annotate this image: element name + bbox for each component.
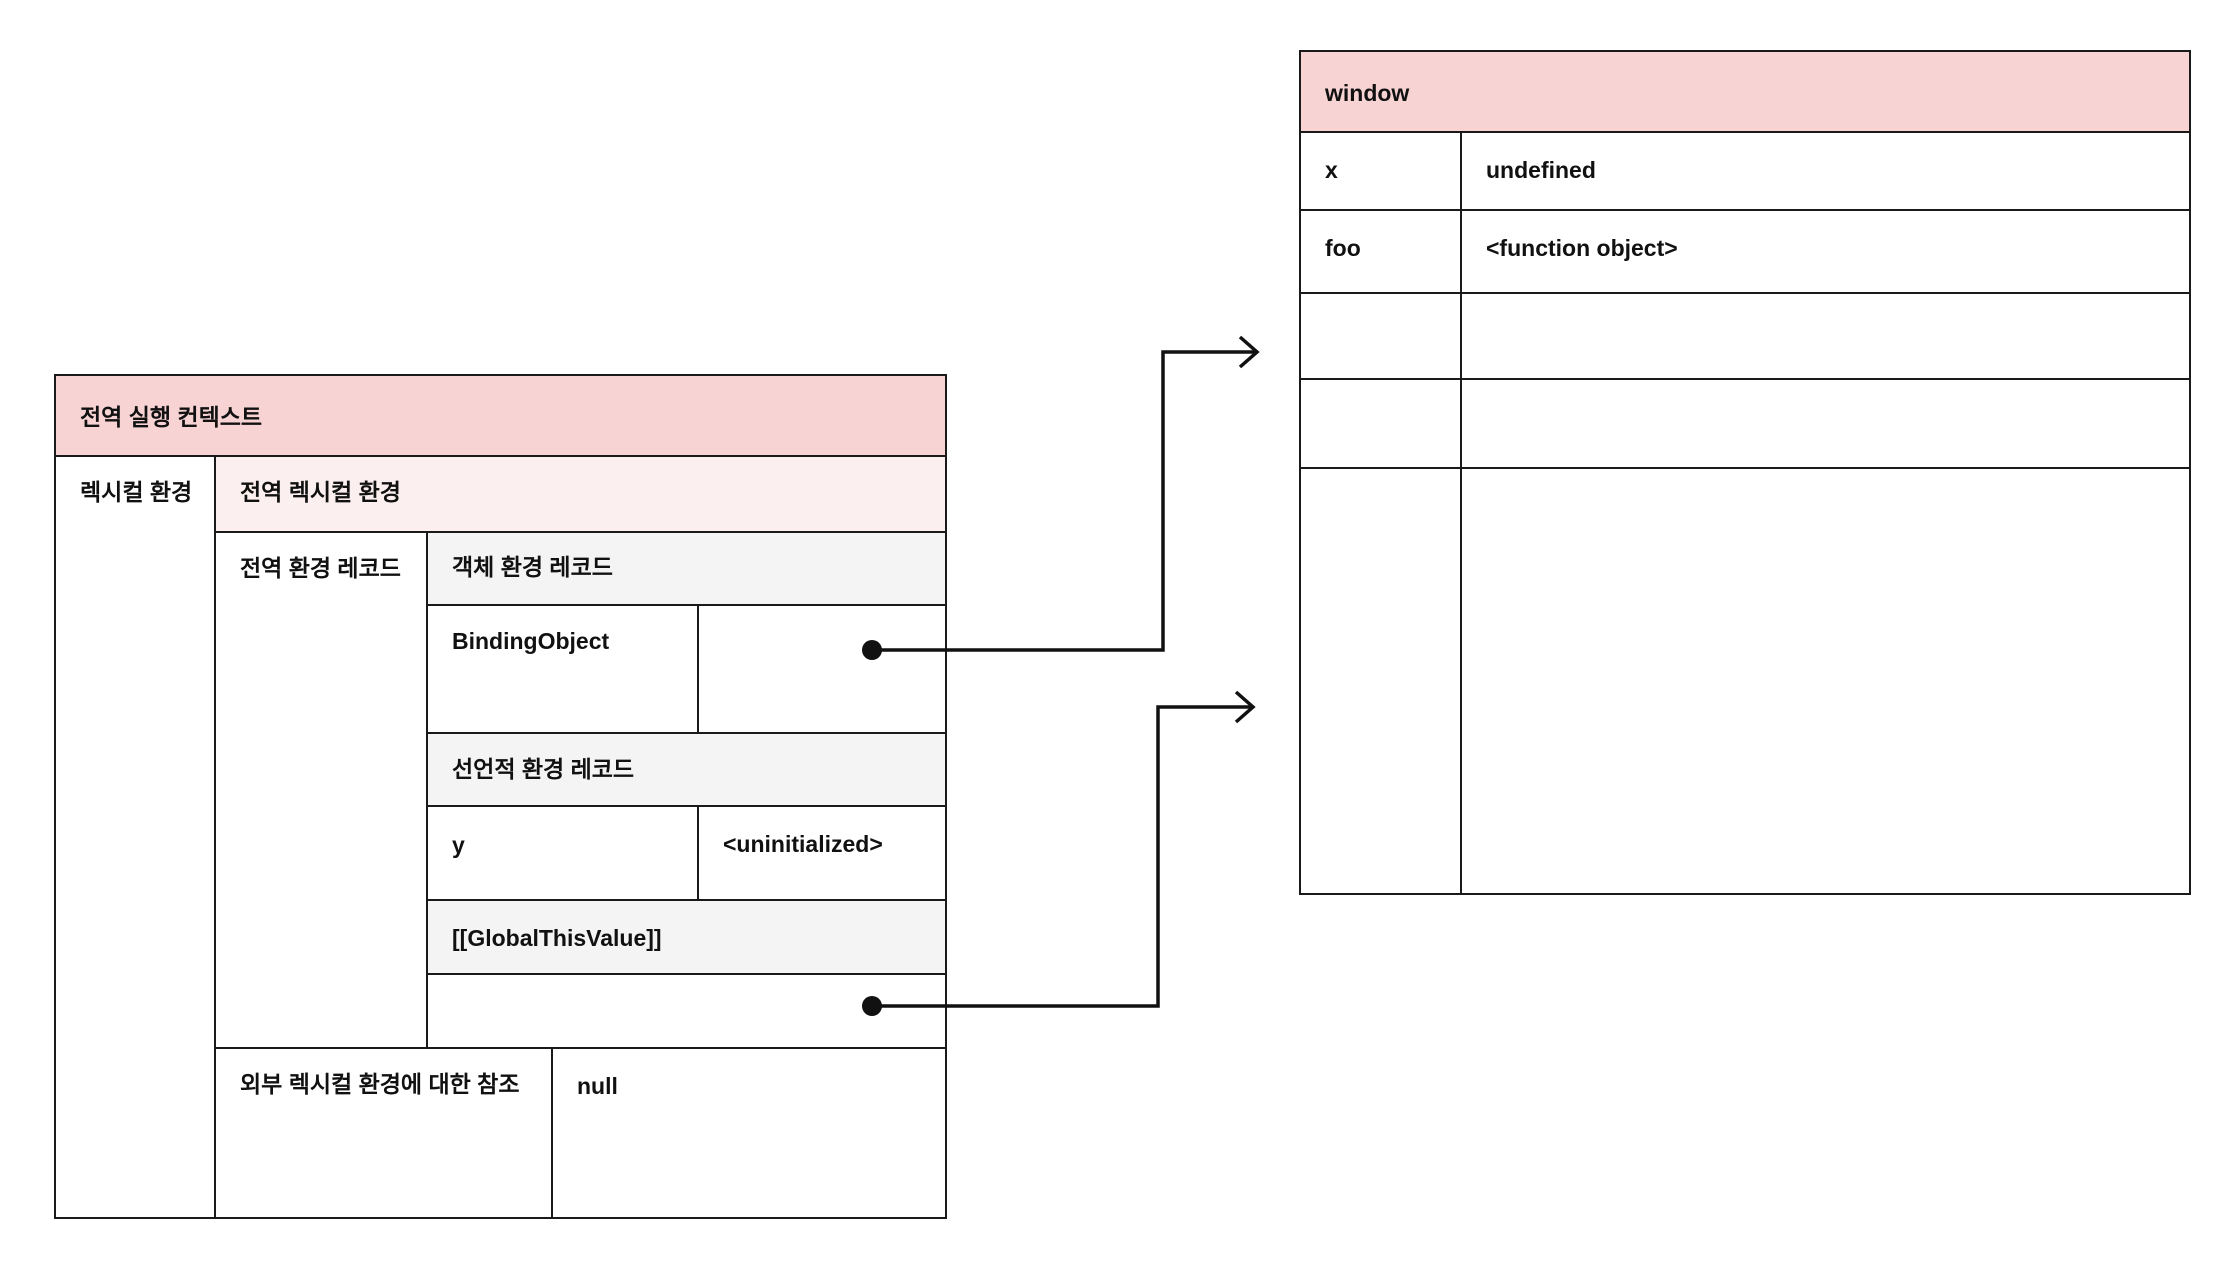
window-row-value-text: <function object> [1486,235,1678,261]
binding-object-arrowhead [1238,335,1260,369]
outer-reference-value: null [553,1049,945,1217]
declarative-environment-record-header: 선언적 환경 레코드 [428,734,945,805]
window-row-key: foo [1301,211,1460,291]
window-object-title: window [1301,52,2189,131]
object-record-divider [426,604,947,606]
window-key-column-divider [1460,131,1462,895]
object-environment-record-text: 객체 환경 레코드 [452,554,613,580]
record-column-divider [426,531,428,1048]
global-execution-context [54,374,947,1219]
window-row-key-text: x [1325,157,1338,183]
declarative-binding-name: y [428,807,698,899]
outer-reference-divider [551,1047,553,1219]
binding-object-row-divider [426,732,947,734]
window-row-divider [1299,209,2191,211]
global-lexical-environment-text: 전역 렉시컬 환경 [240,479,401,505]
window-row-divider [1299,378,2191,380]
window-row-value-text: undefined [1486,157,1596,183]
global-this-divider [426,973,947,975]
lexical-environment-label-text: 렉시컬 환경 [80,479,193,505]
window-row-divider [1299,292,2191,294]
outer-reference-label: 외부 렉시컬 환경에 대한 참조 [216,1049,552,1217]
global-lexical-environment-header: 전역 렉시컬 환경 [216,457,945,531]
binding-object-text: BindingObject [452,628,610,654]
window-row-divider [1299,467,2191,469]
global-environment-record-label: 전역 환경 레코드 [216,533,426,603]
declarative-binding-row-divider [426,899,947,901]
declarative-binding-name-text: y [452,832,465,858]
outer-reference-label-text: 외부 렉시컬 환경에 대한 참조 [240,1071,520,1097]
lexical-environment-label: 렉시컬 환경 [56,457,214,527]
binding-object-reference-line [872,350,1256,652]
context-header-divider [54,455,947,457]
window-object [1299,50,2191,895]
outer-reference-value-text: null [577,1073,618,1099]
window-row-value: undefined [1462,133,2189,209]
binding-object-divider [697,604,699,733]
declarative-binding-value: <uninitialized> [699,807,945,899]
window-row-key-text: foo [1325,235,1361,261]
window-row-value: <function object> [1462,211,2189,291]
declarative-record-divider [426,805,947,807]
global-env-record-bottom [214,1047,947,1049]
window-object-title-text: window [1325,80,1410,106]
declarative-binding-divider [697,805,699,900]
execution-context-title-text: 전역 실행 컨텍스트 [80,404,263,430]
window-row-key: x [1301,133,1460,209]
declarative-environment-record-text: 선언적 환경 레코드 [452,756,635,782]
global-this-value-header: [[GlobalThisValue]] [428,901,945,973]
global-this-value-text: [[GlobalThisValue]] [452,925,662,951]
declarative-binding-value-text: <uninitialized> [723,831,883,857]
global-environment-record-text: 전역 환경 레코드 [240,555,401,581]
lexical-column-divider [214,455,216,1219]
object-environment-record-header: 객체 환경 레코드 [428,533,945,605]
binding-object-label: BindingObject [428,606,698,732]
execution-context-title: 전역 실행 컨텍스트 [56,376,945,456]
global-lexical-divider [214,531,947,533]
global-this-reference-line [872,705,1252,1008]
global-this-arrowhead [1234,690,1256,724]
window-header-divider [1299,131,2191,133]
